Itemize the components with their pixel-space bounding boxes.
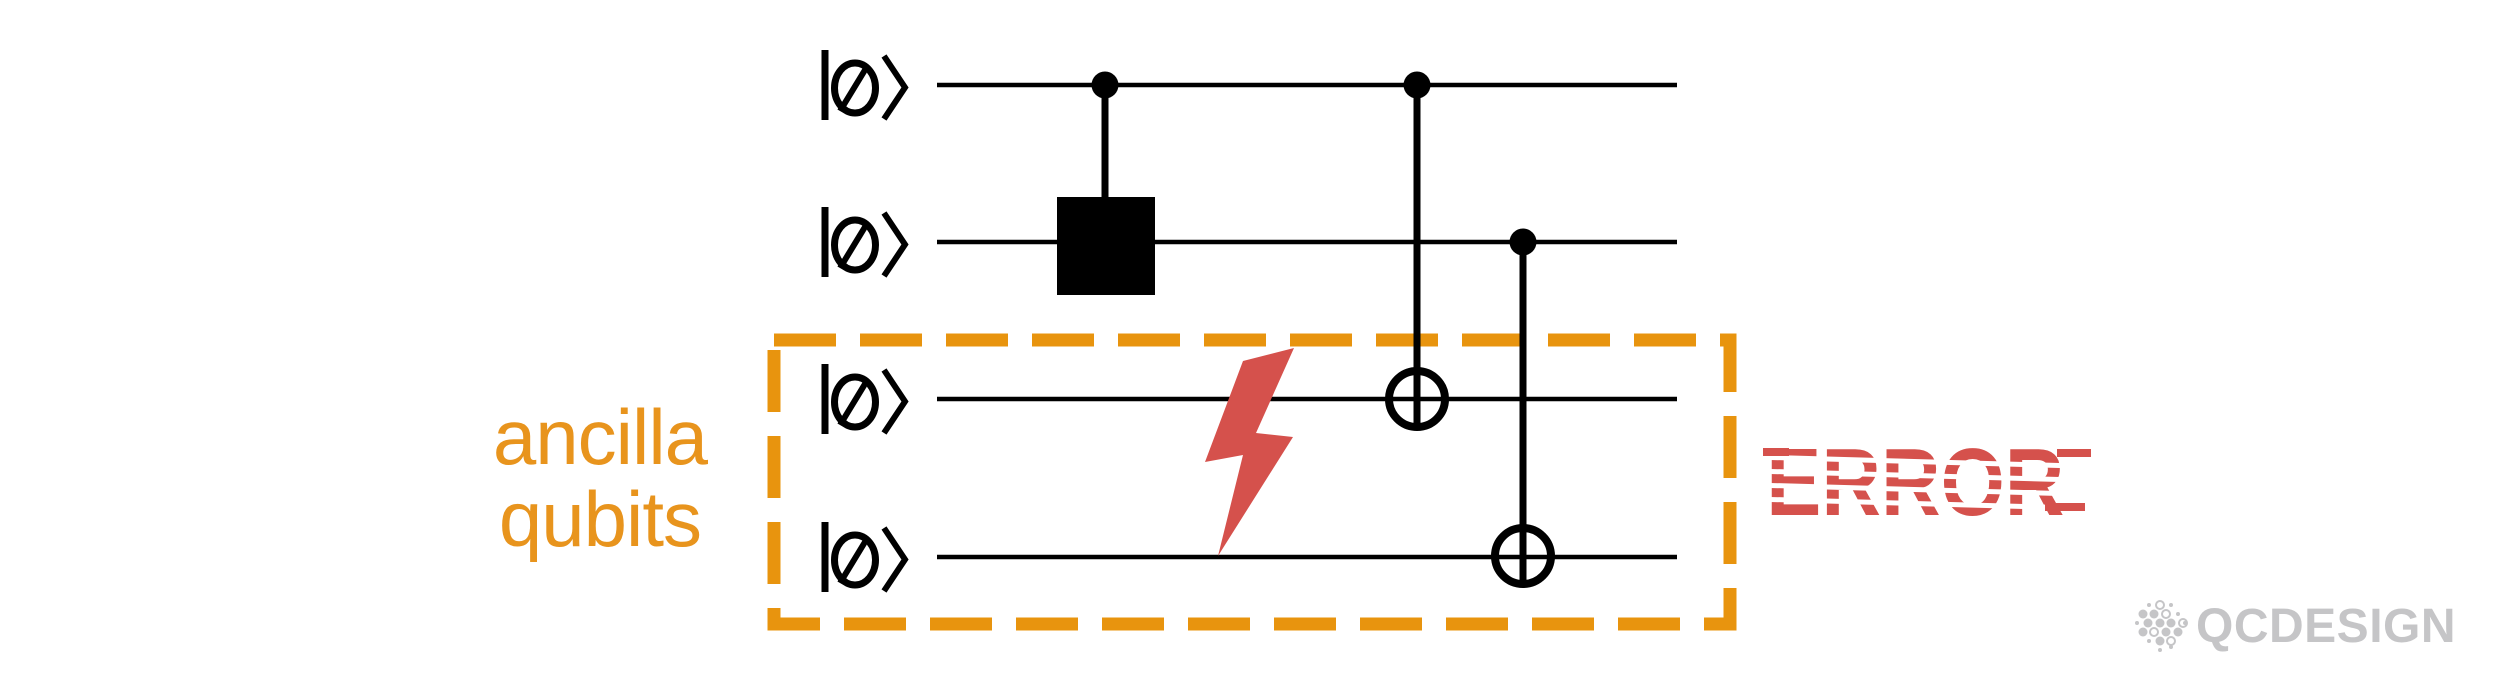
ancilla-label-line2: qubits: [498, 475, 702, 563]
ancilla-dashed-box: [767, 333, 1737, 631]
black-square-gate: [1057, 197, 1155, 295]
ancilla-label-line1: ancilla: [492, 393, 708, 481]
ket-zero-qubit-2: [821, 207, 909, 278]
qcdesign-logo: QCDESIGN: [2134, 596, 2464, 658]
control-dot-cnot-1: [1403, 71, 1431, 99]
error-label: ERROR: [1738, 429, 2092, 536]
ket-zero-qubit-1: [821, 50, 909, 121]
cnot-target-ancilla-1: [1385, 367, 1449, 431]
control-dot-cnot-2: [1509, 228, 1537, 256]
control-dot-box-gate: [1091, 71, 1119, 99]
cnot-targets: [1385, 367, 1555, 588]
control-dots: [1091, 71, 1537, 256]
ancilla-qubits-label: ancilla qubits: [450, 396, 750, 560]
qcdesign-dots-icon: [2135, 600, 2188, 652]
ket-zero-ancilla-2: [821, 522, 909, 593]
lightning-bolt-icon: [1205, 348, 1294, 556]
ket-labels: [821, 50, 909, 593]
error-glitch-flag: [2057, 449, 2091, 457]
error-text: ERROR: [1765, 429, 2065, 536]
error-glitch-flag: [2045, 503, 2085, 511]
ket-zero-ancilla-1: [821, 364, 909, 435]
error-glitch-flag: [1763, 448, 1789, 456]
qubit-wires: [937, 82, 1677, 560]
cnot-target-ancilla-2: [1491, 524, 1555, 588]
qcdesign-logo-text: QCDESIGN: [2196, 600, 2457, 653]
